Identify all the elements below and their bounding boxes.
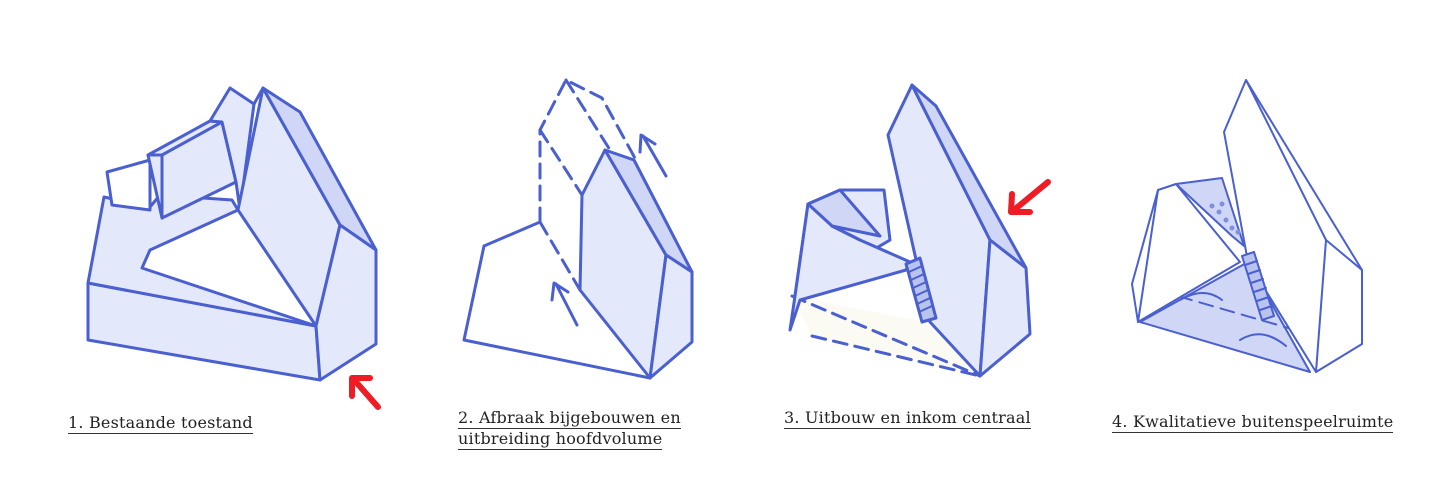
step4-gable	[1315, 239, 1363, 373]
step2-gable	[648, 253, 694, 380]
step2-dashed-edge2	[564, 78, 612, 152]
caption-step-1: 1. Bestaande toestand	[68, 413, 253, 434]
step1-arrow-head	[349, 375, 373, 399]
step2-arrow-low-head	[550, 281, 570, 302]
step2-dashed-edge1	[538, 128, 584, 197]
step3-arrow-shaft	[1011, 179, 1051, 213]
step1-gable	[314, 223, 378, 382]
caption-step-3: 3. Uitbouw en inkom centraal	[784, 408, 1031, 429]
step4-dots	[1209, 201, 1241, 235]
step4-wing-edge	[1137, 189, 1159, 323]
step-2-sketch	[462, 78, 694, 380]
step3-ground-dash1	[790, 294, 982, 378]
step2-low-top	[482, 220, 542, 248]
step2-dashed-outline	[538, 78, 638, 224]
step4-wing	[1131, 183, 1241, 323]
step4-courtyard-band	[1175, 177, 1245, 247]
step-3-arrow	[1008, 179, 1051, 215]
step-1-sketch	[86, 86, 378, 382]
caption-step-3-line-1: 3. Uitbouw en inkom centraal	[784, 408, 1031, 429]
step4-main-ridge	[1245, 79, 1363, 271]
step4-entrance-stairs	[1241, 251, 1275, 321]
step2-arrow-high-head	[638, 133, 657, 154]
step2-low-outline	[462, 244, 652, 380]
step4-play-area	[1139, 261, 1311, 373]
step1-arrow-shaft	[353, 379, 381, 410]
step3-gable	[978, 238, 1032, 378]
step2-arrow-low-shaft	[554, 282, 579, 327]
caption-step-2: 2. Afbraak bijgebouwen en uitbreiding ho…	[458, 408, 681, 450]
step4-main-side	[1223, 79, 1327, 373]
step-4-sketch	[1131, 79, 1363, 373]
step2-dashed-edge3	[538, 220, 582, 292]
step3-arrow-head	[1008, 191, 1033, 215]
caption-step-4-line-1: 4. Kwalitatieve buitenspeelruimte	[1112, 412, 1394, 433]
caption-step-2-line-2: uitbreiding hoofdvolume	[458, 429, 663, 450]
step-1-arrow	[349, 375, 381, 410]
caption-step-1-line-1: 1. Bestaande toestand	[68, 413, 253, 434]
step3-wing-eave	[830, 224, 862, 242]
caption-step-2-line-1: 2. Afbraak bijgebouwen en	[458, 408, 681, 429]
step2-arrow-high-shaft	[641, 134, 668, 178]
step3-entrance-stairs	[904, 256, 938, 324]
caption-step-4: 4. Kwalitatieve buitenspeelruimte	[1112, 412, 1394, 433]
step1-ridge-link	[252, 86, 265, 106]
step4-play-curve2	[1239, 333, 1287, 347]
step-3-sketch	[788, 83, 1032, 378]
step3-ground-dash2	[810, 334, 982, 378]
step1-courtyard-void	[105, 158, 152, 212]
